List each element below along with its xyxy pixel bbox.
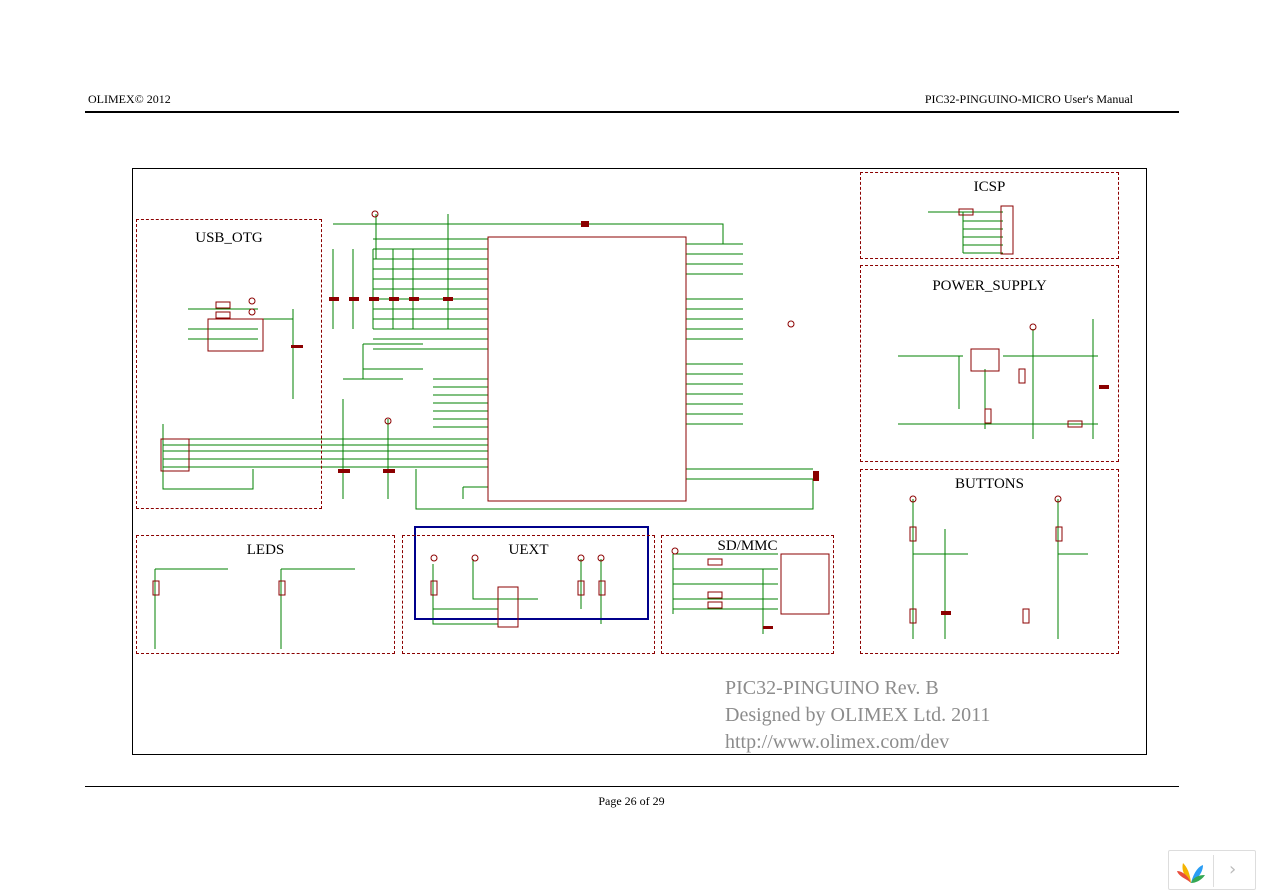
- widget-separator: [1213, 855, 1214, 887]
- credits-line-3: http://www.olimex.com/dev: [725, 731, 950, 753]
- header-left: OLIMEX© 2012: [88, 92, 171, 106]
- viewer-widget[interactable]: ›: [1168, 850, 1256, 890]
- header-right: PIC32-PINGUINO-MICRO User's Manual: [924, 92, 1133, 106]
- block-usb-otg-title: USB_OTG: [195, 230, 263, 246]
- schematic-frame: USB_OTG ICSP POWER_SUPPLY BUTTONS LEDS U…: [132, 168, 1147, 755]
- schematic-drawing: [152, 205, 1109, 649]
- block-buttons: BUTTONS: [860, 469, 1119, 654]
- footer-rule: [85, 786, 1179, 787]
- chevron-right-icon[interactable]: ›: [1229, 859, 1237, 880]
- block-sd-mmc-title: SD/MMC: [717, 538, 778, 554]
- block-power-supply-title: POWER_SUPPLY: [932, 278, 1047, 294]
- block-icsp-title: ICSP: [973, 179, 1006, 195]
- flower-logo-icon: [1177, 863, 1205, 883]
- footer-page-number: Page 26 of 29: [598, 794, 665, 808]
- block-leds: LEDS: [136, 535, 395, 654]
- block-uext: UEXT: [402, 535, 655, 654]
- block-icsp: ICSP: [860, 172, 1119, 259]
- block-power-supply: POWER_SUPPLY: [860, 265, 1119, 462]
- block-leds-title: LEDS: [246, 542, 285, 558]
- header-rule: [85, 111, 1179, 113]
- block-usb-otg: USB_OTG: [136, 219, 322, 509]
- block-uext-title: UEXT: [508, 542, 549, 558]
- credits-line-2: Designed by OLIMEX Ltd. 2011: [725, 704, 991, 726]
- block-buttons-title: BUTTONS: [955, 476, 1024, 492]
- schematic-credits: PIC32-PINGUINO Rev. B Designed by OLIMEX…: [725, 675, 990, 756]
- credits-line-1: PIC32-PINGUINO Rev. B: [725, 677, 939, 699]
- block-sd-mmc: SD/MMC: [661, 535, 834, 654]
